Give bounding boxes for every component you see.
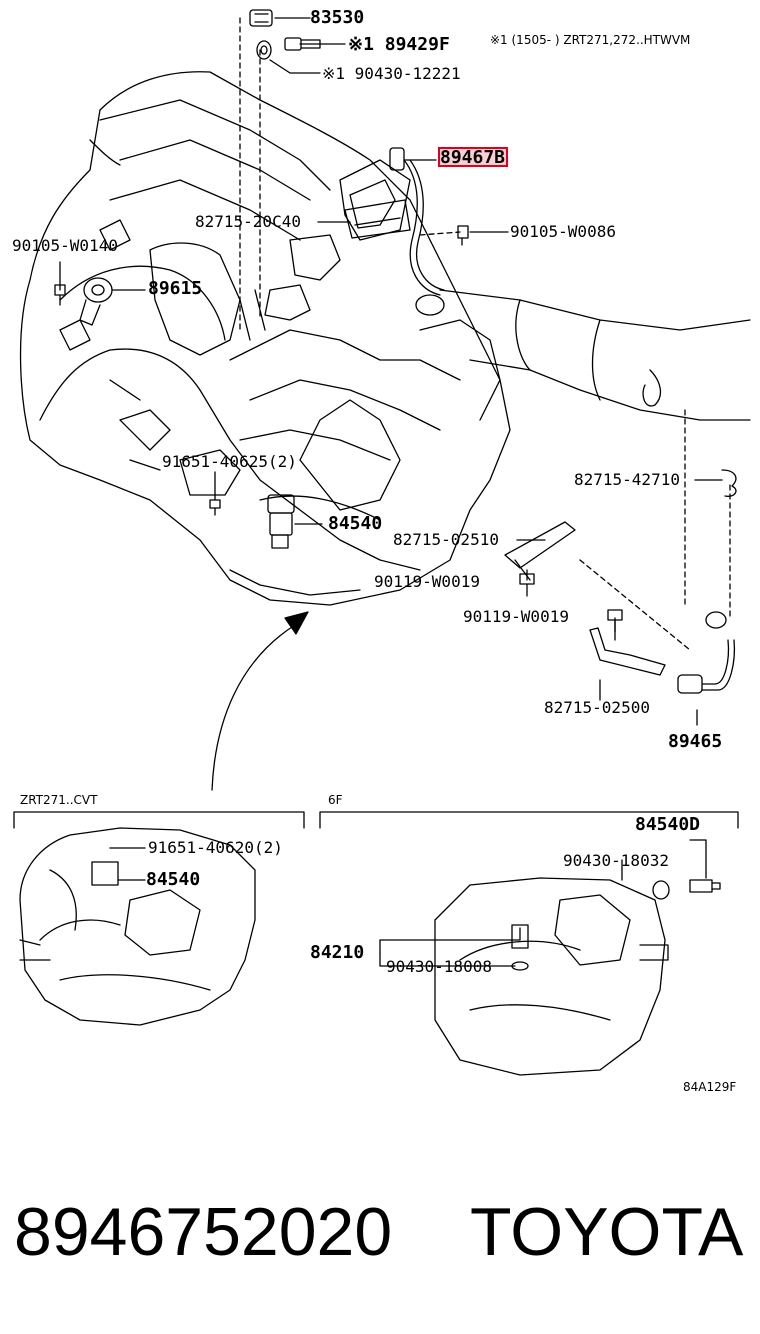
section-bracket-6f [319,811,739,829]
bolt-90105-w0086-drawing [457,225,469,246]
bracket-82715-02510-drawing [504,521,576,581]
footer-part-number: 8946752020 [14,1194,393,1270]
clip-82715-42710-drawing [721,469,737,497]
bracket-82715-20c40-drawing [344,199,411,239]
part-label-91651-40620[interactable]: 91651-40620(2) [148,838,283,857]
exhaust-pipe-drawing [439,289,751,421]
part-label-89429f[interactable]: ※1 89429F [348,34,450,55]
leader-lines-dashed [239,17,731,651]
section-title-6f: 6F [328,793,343,807]
cvt-transaxle-drawing [19,827,256,1026]
gasket-drawing [256,40,272,60]
part-label-90119-w0019-a[interactable]: 90119-W0019 [374,572,480,591]
part-label-90430-18008[interactable]: 90430-18008 [386,957,492,976]
switch-89429f-drawing [284,37,321,51]
bolt-91651-drawing [209,499,221,516]
speed-sensor-89467b-drawing [389,147,445,316]
part-label-91651-40625[interactable]: 91651-40625(2) [162,452,297,471]
highlight-box [438,147,508,167]
sensor-84540-drawing [267,494,295,549]
part-label-89465[interactable]: 89465 [668,731,723,752]
knock-sensor-89615-drawing [79,277,113,326]
part-label-90105-w0140[interactable]: 90105-W0140 [12,236,118,255]
part-label-90105-w0086[interactable]: 90105-W0086 [510,222,616,241]
section-title-cvt: ZRT271..CVT [20,793,98,807]
bolt-90119-w0019-drawing [519,573,623,633]
part-label-84540d[interactable]: 84540D [635,814,701,835]
section-bracket-cvt [13,811,305,829]
sensor-89465-drawing [677,611,736,694]
part-label-89615[interactable]: 89615 [148,278,203,299]
sensor-83530-drawing [249,9,273,27]
part-label-82715-42710[interactable]: 82715-42710 [574,470,680,489]
part-label-90430-12221[interactable]: ※1 90430-12221 [322,64,461,83]
applicability-note: ※1 (1505- ) ZRT271,272..HTWVM [490,33,691,47]
part-label-84210[interactable]: 84210 [310,942,365,963]
part-label-84540[interactable]: 84540 [328,513,383,534]
leader-lines [59,17,723,967]
part-label-83530[interactable]: 83530 [310,7,365,28]
engine-assembly-drawing [19,71,511,606]
figure-code: 84A129F [683,1080,737,1094]
part-label-89467b[interactable]: 89467B [440,147,506,168]
footer-brand: TOYOTA [470,1194,744,1270]
bolt-90105-w0140-drawing [54,284,66,306]
part-label-90430-18032[interactable]: 90430-18032 [563,851,669,870]
part-label-82715-02510[interactable]: 82715-02510 [393,530,499,549]
bracket-82715-02500-drawing [589,627,666,676]
part-label-82715-20c40[interactable]: 82715-20C40 [195,212,301,231]
pointer-arrow [211,611,309,791]
part-label-82715-02500[interactable]: 82715-02500 [544,698,650,717]
part-label-90119-w0019-b[interactable]: 90119-W0019 [463,607,569,626]
6f-transaxle-drawing [434,877,721,1076]
part-label-84540-cvt[interactable]: 84540 [146,869,201,890]
